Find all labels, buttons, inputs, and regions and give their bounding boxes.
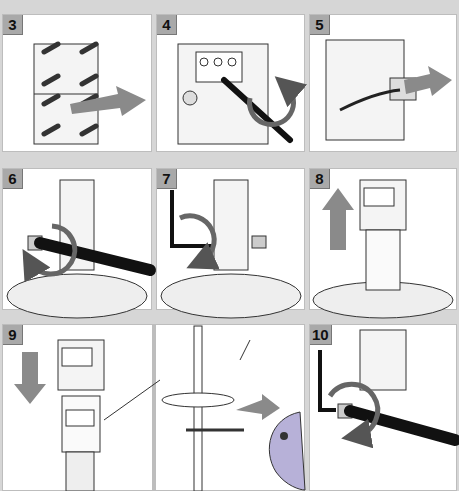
step-panel: 4 bbox=[156, 14, 305, 152]
step-number: 4 bbox=[157, 15, 177, 35]
screw bbox=[82, 96, 96, 104]
step-panel: 6 bbox=[2, 168, 152, 310]
cover-split bbox=[34, 94, 98, 95]
terminal-block bbox=[364, 188, 394, 206]
spindle bbox=[194, 326, 202, 491]
cable bbox=[340, 90, 400, 110]
observer-face bbox=[269, 412, 305, 490]
screw bbox=[44, 44, 58, 52]
step-number: 8 bbox=[310, 169, 330, 189]
terminal-screw bbox=[200, 58, 208, 66]
actuator bbox=[360, 330, 406, 390]
allen-key bbox=[320, 350, 336, 410]
actuator-head bbox=[360, 180, 406, 230]
turn-arrow bbox=[250, 86, 294, 125]
actuator bbox=[214, 180, 248, 270]
screw bbox=[44, 126, 58, 134]
terminal-screw bbox=[228, 58, 236, 66]
lift-arrow bbox=[322, 188, 354, 250]
terminal-block bbox=[62, 348, 92, 366]
observer-eye bbox=[280, 432, 288, 440]
removed-plug bbox=[183, 91, 197, 105]
wrench bbox=[40, 243, 150, 270]
step-panel: 7 bbox=[156, 168, 305, 310]
terminal-block bbox=[66, 410, 94, 426]
wire bbox=[240, 340, 250, 360]
step-panel: 5 bbox=[309, 14, 457, 152]
set-screw bbox=[252, 236, 266, 248]
valve-neck bbox=[66, 452, 94, 491]
screw bbox=[82, 44, 96, 52]
step-panel: 3 bbox=[2, 14, 152, 152]
lower-arrow bbox=[14, 352, 46, 404]
sub-frame-divider bbox=[152, 324, 156, 491]
move-arrow bbox=[404, 66, 452, 96]
screw bbox=[44, 76, 58, 84]
valve-body bbox=[161, 274, 301, 318]
step-number: 10 bbox=[310, 325, 332, 345]
step-number: 9 bbox=[3, 325, 23, 345]
step-panel: 9 bbox=[2, 324, 305, 491]
pin bbox=[186, 429, 244, 432]
actuator-body bbox=[366, 230, 400, 290]
allen-key bbox=[172, 190, 212, 246]
nut bbox=[28, 236, 42, 250]
turn-arrow bbox=[180, 216, 214, 262]
housing bbox=[178, 44, 268, 144]
terminal-screw bbox=[214, 58, 222, 66]
valve-body bbox=[7, 274, 147, 318]
screw bbox=[82, 76, 96, 84]
screw bbox=[82, 126, 96, 134]
turn-arrow bbox=[330, 384, 378, 436]
disc bbox=[162, 393, 234, 407]
housing-cover bbox=[34, 44, 98, 144]
step-number: 7 bbox=[157, 169, 177, 189]
valve-body bbox=[313, 282, 453, 318]
screws bbox=[44, 44, 96, 134]
move-arrow bbox=[70, 86, 146, 116]
step-panel: 8 bbox=[309, 168, 457, 310]
step-panel: 10 bbox=[309, 324, 457, 491]
cable-gland bbox=[390, 78, 416, 100]
housing bbox=[326, 40, 404, 140]
terminal-block bbox=[196, 52, 242, 82]
step-number: 6 bbox=[3, 169, 23, 189]
detail-leader bbox=[104, 380, 160, 420]
nut bbox=[338, 404, 352, 418]
actuator-head bbox=[58, 340, 104, 390]
actuator bbox=[60, 180, 94, 270]
screwdriver bbox=[224, 80, 290, 140]
wrench bbox=[350, 411, 455, 440]
actuator-body bbox=[62, 396, 100, 452]
step-number: 3 bbox=[3, 15, 23, 35]
look-arrow bbox=[236, 394, 280, 420]
screw bbox=[44, 96, 58, 104]
step-number: 5 bbox=[310, 15, 330, 35]
turn-arrow bbox=[30, 226, 75, 274]
